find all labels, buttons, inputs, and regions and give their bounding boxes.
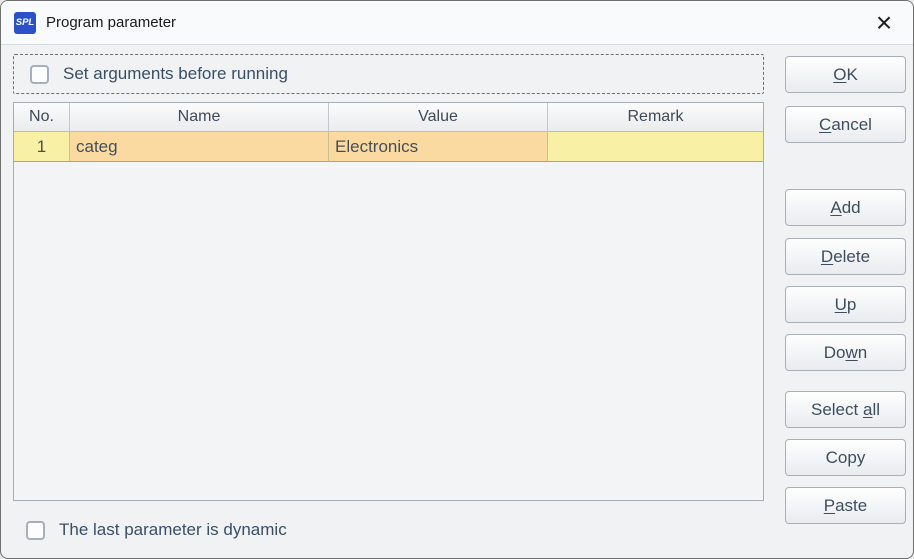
title-bar: SPL Program parameter × — [1, 1, 913, 45]
copy-button[interactable]: Copy — [785, 439, 906, 476]
dynamic-last-option: The last parameter is dynamic — [26, 520, 287, 540]
window-title: Program parameter — [46, 14, 177, 31]
close-icon[interactable]: × — [875, 7, 893, 38]
column-header-name: Name — [70, 103, 329, 132]
cell-no[interactable]: 1 — [14, 132, 70, 162]
column-header-no: No. — [14, 103, 70, 132]
table-empty-area — [14, 162, 763, 500]
column-header-remark: Remark — [548, 103, 763, 132]
column-header-value: Value — [329, 103, 548, 132]
dynamic-last-checkbox[interactable] — [26, 520, 45, 540]
table-header: No. Name Value Remark — [14, 103, 763, 132]
table-row: 1 categ Electronics — [14, 132, 763, 162]
cell-remark[interactable] — [548, 132, 763, 162]
dynamic-last-label[interactable]: The last parameter is dynamic — [59, 520, 287, 539]
cell-value[interactable]: Electronics — [329, 132, 548, 162]
set-arguments-label[interactable]: Set arguments before running — [63, 64, 288, 83]
set-arguments-option: Set arguments before running — [13, 54, 764, 94]
spl-app-icon: SPL — [14, 11, 36, 34]
cell-name[interactable]: categ — [70, 132, 329, 162]
set-arguments-checkbox[interactable] — [30, 64, 49, 84]
parameter-table: No. Name Value Remark 1 categ Electronic… — [13, 102, 764, 501]
